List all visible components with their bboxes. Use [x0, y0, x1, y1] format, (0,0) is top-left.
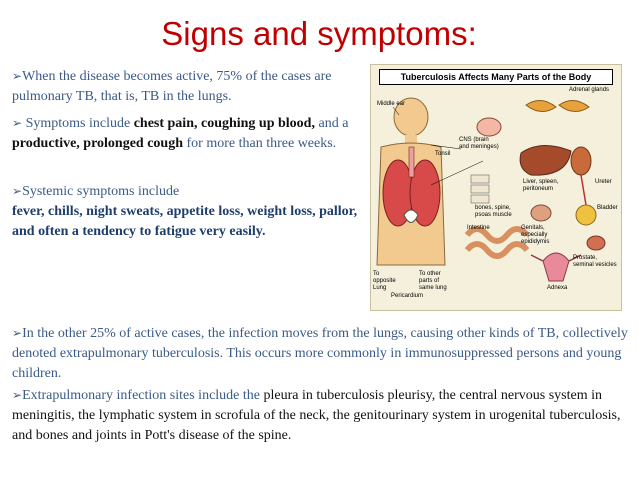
- label-prostate: Prostate, seminal vesicles: [573, 255, 617, 268]
- bullet-pulmonary: ➢When the disease becomes active, 75% of…: [12, 66, 364, 107]
- bullet-bold-text: fever, chills, night sweats, appetite lo…: [12, 204, 358, 239]
- bullet-extrapulmonary: ➢In the other 25% of active cases, the i…: [12, 323, 632, 384]
- body-illustration: [376, 97, 606, 282]
- label-liver: Liver, spleen, peritoneum: [523, 179, 559, 192]
- label-adnexa: Adnexa: [547, 285, 568, 291]
- bullet-text: Systemic symptoms include: [22, 184, 180, 199]
- bullet-text: When the disease becomes active, 75% of …: [12, 69, 332, 104]
- bullet-text: and a: [314, 116, 349, 131]
- label-cns: CNS (brain and meninges): [459, 137, 499, 150]
- label-middle-ear: Middle ear: [377, 101, 406, 107]
- bullet-infection-sites: ➢Extrapulmonary infection sites include …: [12, 385, 632, 446]
- arrow-bullet-icon: ➢: [12, 388, 23, 402]
- bullet-bold-text: chest pain, coughing up blood,: [133, 116, 315, 131]
- label-adrenal-glands: Adrenal glands: [569, 87, 610, 93]
- arrow-bullet-icon: ➢: [12, 69, 23, 83]
- label-pericardium: Pericardium: [391, 293, 424, 299]
- label-to-other-parts: To other parts of same lung: [419, 271, 447, 291]
- bullet-symptoms: ➢ Symptoms include chest pain, coughing …: [12, 113, 364, 154]
- arrow-bullet-icon: ➢: [12, 326, 23, 340]
- bullet-text: Extrapulmonary infection sites include t…: [22, 388, 264, 403]
- label-to-opposite-lung: To opposite Lung: [373, 271, 396, 291]
- bullet-text: for more than three weeks.: [183, 136, 337, 151]
- bullet-text: In the other 25% of active cases, the in…: [12, 326, 628, 381]
- slide-title: Signs and symptoms:: [161, 15, 477, 52]
- label-bladder: Bladder: [597, 205, 618, 211]
- arrow-bullet-icon: ➢: [12, 184, 23, 198]
- bullet-systemic: ➢Systemic symptoms include fever, chills…: [12, 181, 364, 242]
- arrow-bullet-icon: ➢: [12, 116, 23, 130]
- bullet-bold-text: productive, prolonged cough: [12, 136, 184, 151]
- bullet-text: Symptoms include: [22, 116, 134, 131]
- label-bones: bones, spine, psoas muscle: [475, 205, 512, 218]
- bullet-text: pleura in tuberculosis pleurisy, the cen…: [12, 388, 621, 443]
- label-ureter: Ureter: [595, 179, 612, 185]
- label-genitals: Genitals, especially epididymis: [521, 225, 550, 245]
- label-intestine: Intestine: [467, 225, 490, 231]
- tb-body-figure: Tuberculosis Affects Many Parts of the B…: [370, 64, 622, 311]
- figure-title: Tuberculosis Affects Many Parts of the B…: [379, 69, 613, 85]
- label-tonsil: Tonsil: [435, 151, 451, 157]
